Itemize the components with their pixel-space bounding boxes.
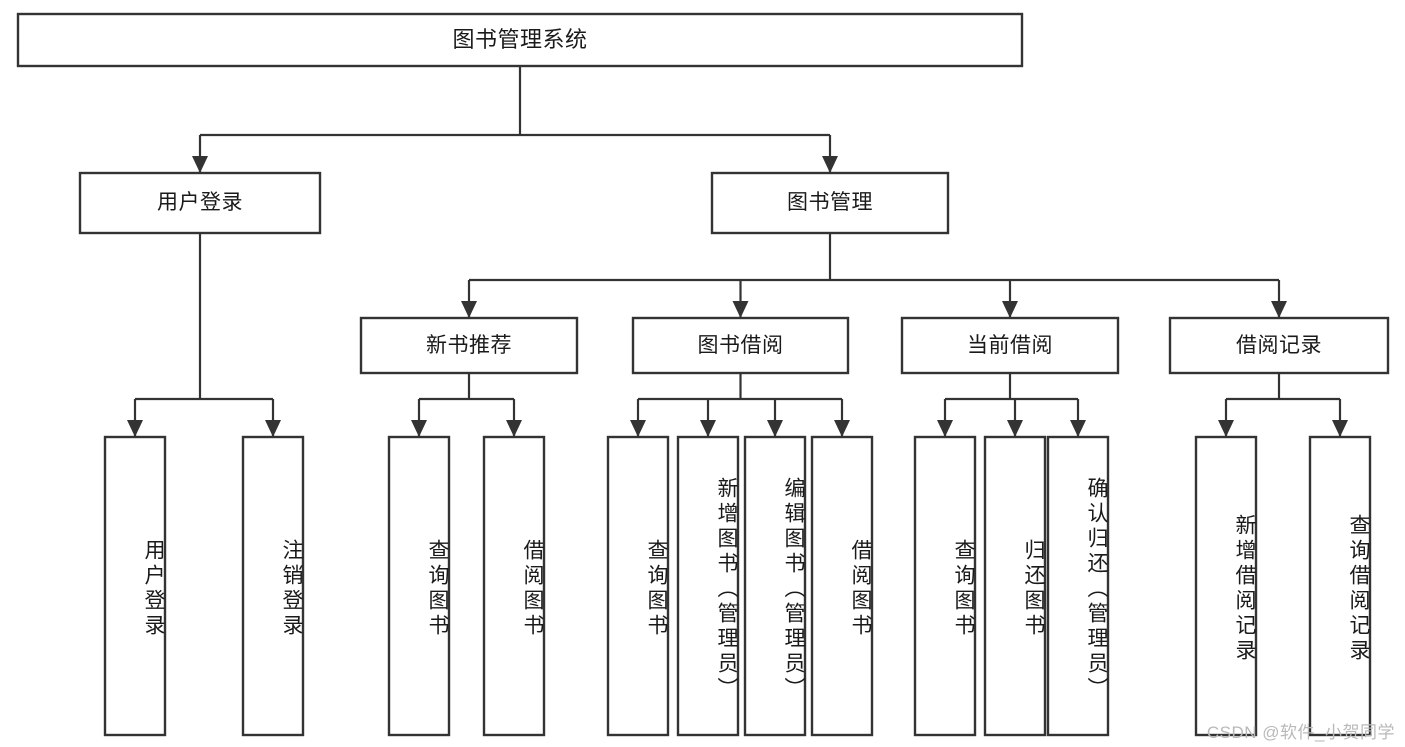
node-box-new-book-recommend[interactable] [359, 316, 579, 375]
node-box-leaf-confirm-return-admin[interactable] [1046, 435, 1110, 737]
node-box-user-login[interactable] [78, 171, 322, 235]
node-box-book-borrow[interactable] [631, 316, 850, 375]
arrow-head-icon [630, 420, 646, 437]
node-box-leaf-query-borrow-record[interactable] [1308, 435, 1372, 737]
node-box-leaf-query-book-recommend[interactable] [387, 435, 451, 737]
node-box-leaf-borrow-book-recommend[interactable] [482, 435, 546, 737]
node-box-leaf-add-book-admin[interactable] [676, 435, 740, 737]
node-box-leaf-borrow-book[interactable] [810, 435, 874, 737]
arrow-head-icon [1332, 420, 1348, 437]
edges-layer [127, 66, 1348, 437]
node-box-leaf-edit-book-admin[interactable] [743, 435, 807, 737]
arrow-head-icon [506, 420, 522, 437]
arrow-head-icon [192, 156, 208, 173]
arrow-head-icon [411, 420, 427, 437]
arrow-head-icon [700, 420, 716, 437]
node-box-current-borrow[interactable] [900, 316, 1120, 375]
node-box-leaf-add-borrow-record[interactable] [1194, 435, 1258, 737]
node-box-leaf-logout[interactable] [241, 435, 305, 737]
arrow-head-icon [1271, 301, 1287, 318]
arrow-head-icon [1218, 420, 1234, 437]
arrow-head-icon [1002, 301, 1018, 318]
node-box-leaf-user-login[interactable] [103, 435, 167, 737]
arrow-head-icon [937, 420, 953, 437]
node-box-leaf-query-book-borrow[interactable] [606, 435, 670, 737]
arrow-head-icon [265, 420, 281, 437]
arrow-head-icon [767, 420, 783, 437]
arrow-head-icon [461, 301, 477, 318]
node-box-leaf-query-book-current[interactable] [913, 435, 977, 737]
arrow-head-icon [822, 156, 838, 173]
arrow-head-icon [834, 420, 850, 437]
arrow-head-icon [732, 301, 749, 318]
watermark-text: CSDN @软件_小贺同学 [1206, 723, 1395, 742]
arrow-head-icon [127, 420, 143, 437]
boxes-layer [16, 12, 1390, 737]
node-box-root[interactable] [16, 12, 1024, 68]
node-box-leaf-return-book[interactable] [983, 435, 1047, 737]
arrow-head-icon [1007, 420, 1023, 437]
arrow-head-icon [1070, 420, 1086, 437]
node-box-borrow-record[interactable] [1168, 316, 1390, 375]
node-box-book-manage[interactable] [710, 171, 950, 235]
